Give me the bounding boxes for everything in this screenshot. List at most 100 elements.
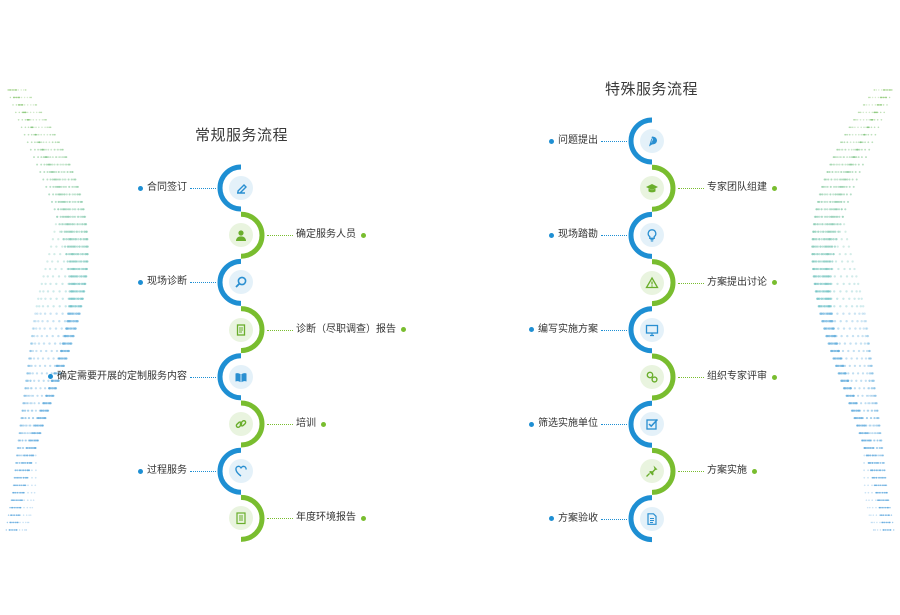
step-label: 组织专家评审	[707, 371, 767, 382]
step-arc	[240, 400, 265, 448]
warning-triangle-icon-glyph	[645, 276, 659, 288]
step-leader-line	[601, 141, 627, 142]
step-bullet-dot	[529, 327, 534, 333]
flow-arc-connector	[217, 164, 265, 542]
step-label: 方案提出讨论	[707, 276, 767, 288]
gears-icon-glyph	[646, 371, 658, 383]
lightbulb-icon	[640, 223, 664, 248]
step-label: 筛选实施单位	[538, 418, 598, 430]
step-arc	[217, 164, 242, 212]
step-label: 问题提出	[558, 135, 598, 146]
step-leader-line	[678, 188, 704, 190]
step-bullet-dot	[549, 138, 554, 144]
step-arc	[217, 258, 242, 306]
step-label: 培训	[296, 418, 316, 429]
link-icon	[229, 412, 253, 436]
step-label: 方案验收	[558, 512, 598, 524]
book-icon-glyph	[235, 372, 247, 383]
step-arc	[651, 259, 676, 307]
step-bullet-dot	[321, 421, 326, 427]
flow-title: 特殊服务流程	[605, 80, 699, 98]
search-icon-glyph	[235, 276, 247, 289]
step-arc	[628, 400, 653, 448]
step-bullet-dot	[529, 421, 534, 427]
flow-title: 常规服务流程	[195, 126, 289, 144]
checkbox-icon	[640, 412, 664, 437]
heart-icon	[229, 459, 253, 484]
step-bullet-dot	[48, 374, 53, 380]
step-label: 方案实施	[707, 465, 747, 477]
search-icon	[229, 270, 253, 295]
step-bullet-dot	[138, 279, 143, 285]
step-arc	[240, 494, 265, 542]
step-arc	[628, 211, 653, 259]
document-stack-icon-glyph	[236, 323, 246, 336]
step-arc	[217, 447, 242, 495]
step-label: 确定需要开展的定制服务内容	[57, 370, 187, 382]
step-label: 专家团队组建	[707, 182, 767, 194]
link-icon-glyph	[235, 419, 247, 429]
report-icon-glyph	[236, 512, 246, 525]
step-bullet-dot	[401, 327, 406, 333]
step-arc	[628, 495, 653, 543]
file-icon	[640, 506, 664, 531]
pin-icon-glyph	[646, 465, 658, 478]
person-icon	[229, 223, 253, 248]
step-leader-line	[601, 329, 627, 331]
step-bullet-dot	[138, 468, 143, 474]
step-bullet-dot	[549, 516, 554, 522]
book-icon	[229, 364, 253, 389]
warning-triangle-icon	[640, 270, 664, 295]
step-bullet-dot	[549, 232, 554, 238]
step-leader-line	[190, 471, 216, 473]
step-bullet-dot	[752, 468, 757, 474]
step-leader-line	[267, 518, 293, 520]
step-arc	[628, 306, 653, 354]
checkbox-icon-glyph	[646, 419, 659, 430]
document-stack-icon	[229, 317, 253, 342]
file-icon-glyph	[647, 512, 657, 525]
step-label: 编写实施方案	[538, 323, 598, 335]
gears-icon	[640, 365, 664, 389]
step-label: 过程服务	[147, 465, 187, 477]
step-bullet-dot	[361, 232, 366, 238]
step-label: 现场踏勘	[558, 229, 598, 241]
graduation-cap-icon-glyph	[646, 184, 658, 193]
step-bullet-dot	[138, 185, 143, 191]
step-leader-line	[601, 424, 627, 426]
step-leader-line	[190, 188, 216, 189]
step-leader-line	[678, 471, 704, 473]
step-leader-line	[678, 377, 704, 378]
step-bullet-dot	[772, 374, 777, 380]
step-label: 确定服务人员	[296, 229, 356, 241]
step-leader-line	[190, 376, 216, 378]
step-leader-line	[190, 282, 216, 284]
svg-text:?: ?	[651, 139, 654, 145]
step-arc	[651, 447, 676, 495]
step-arc	[217, 353, 242, 401]
step-label: 诊断（尽职调查）报告	[296, 323, 396, 335]
step-leader-line	[267, 235, 293, 237]
step-arc	[240, 211, 265, 259]
step-bullet-dot	[772, 280, 777, 286]
step-label: 合同签订	[147, 182, 187, 193]
step-label: 现场诊断	[147, 276, 187, 288]
step-leader-line	[678, 282, 704, 284]
dot-wave-group	[5, 89, 895, 531]
report-icon	[229, 506, 253, 531]
graduation-cap-icon	[640, 176, 664, 201]
step-leader-line	[267, 424, 293, 425]
step-arc	[628, 117, 653, 165]
chat-bubble-icon-glyph: ?	[649, 136, 657, 147]
step-leader-line	[601, 518, 627, 520]
pin-icon	[640, 459, 664, 484]
edit-icon-glyph	[237, 184, 247, 194]
monitor-icon-glyph	[645, 324, 659, 336]
step-arc	[651, 353, 676, 401]
chat-bubble-icon: ?	[640, 129, 664, 153]
step-bullet-dot	[772, 185, 777, 191]
heart-icon-glyph	[235, 465, 247, 477]
step-arc	[240, 306, 265, 354]
lightbulb-icon-glyph	[647, 229, 657, 242]
